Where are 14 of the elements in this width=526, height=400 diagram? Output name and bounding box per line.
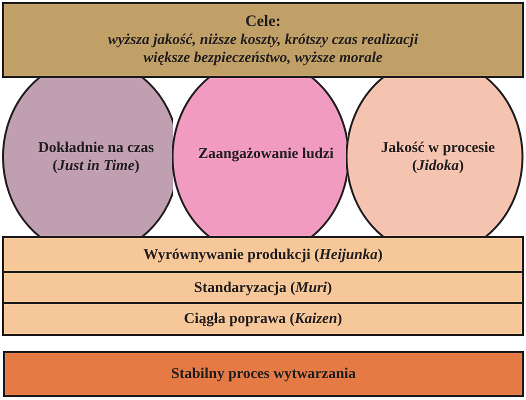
base-label: Stabilny proces wytwarzania xyxy=(171,365,356,383)
goals-text: wyższa jakość, niższe koszty, krótszy czas realizacji większe bezpieczeństwo, wyższe morale xyxy=(106,31,420,67)
foundation-bar xyxy=(2,236,524,273)
foundation-bar xyxy=(2,271,524,304)
goals-box xyxy=(2,2,524,78)
foundation-bar xyxy=(2,302,524,336)
bar-label: Ciągła poprawa (Kaizen) xyxy=(184,310,342,328)
goals-heading: Cele: xyxy=(245,13,281,31)
pillar-label: Zaangażowanie ludzi xyxy=(197,145,335,163)
base-bar xyxy=(3,351,524,397)
bar-label: Standaryzacja (Muri) xyxy=(194,278,332,296)
pillar-label: Jakość w procesie (Jidoka) xyxy=(380,139,496,175)
pillar-label: Dokładnie na czas (Just in Time) xyxy=(37,139,155,175)
bar-label: Wyrównywanie produkcji (Heijunka) xyxy=(143,246,383,264)
